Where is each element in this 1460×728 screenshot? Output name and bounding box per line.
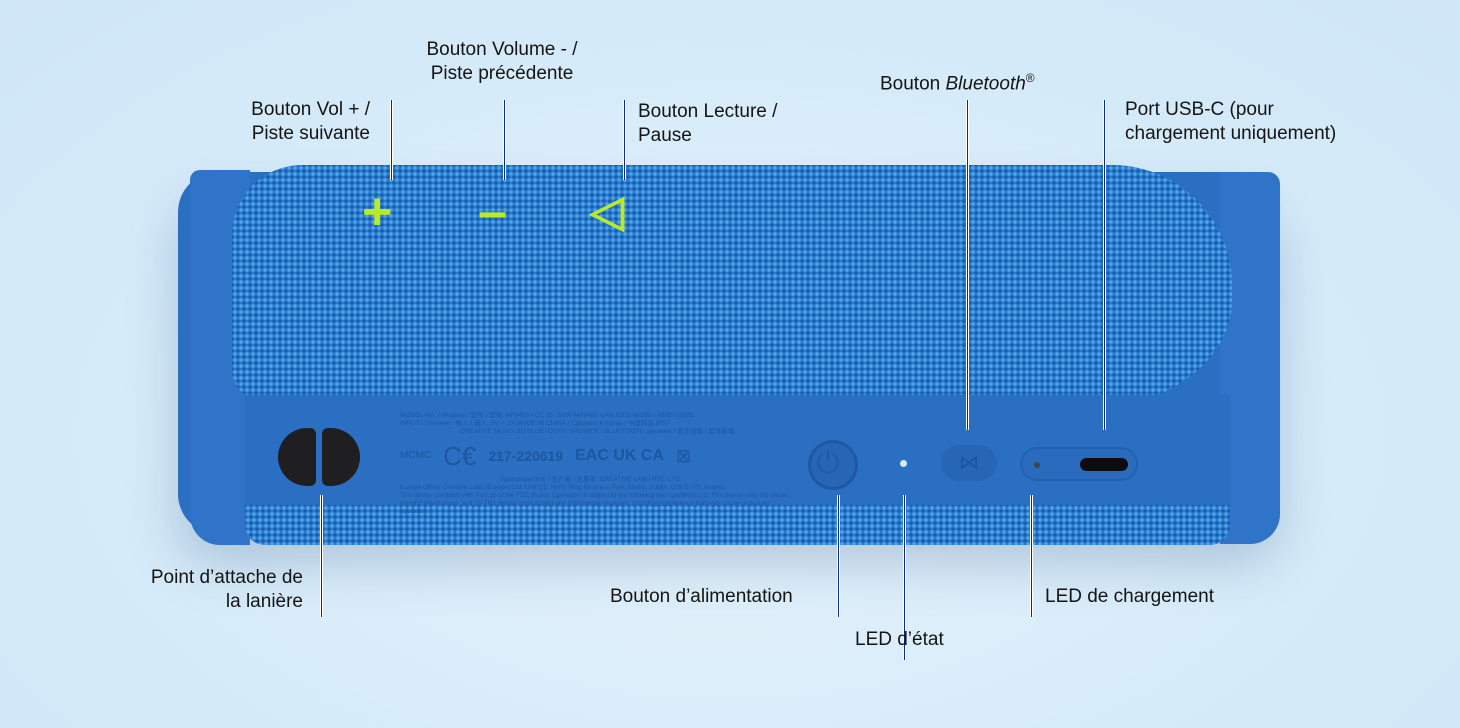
mcmc-logo: MCMC bbox=[400, 450, 432, 461]
label-volume-minus: Bouton Volume - / Piste précédente bbox=[400, 38, 604, 86]
volume-minus-button[interactable]: – bbox=[478, 183, 507, 241]
leader-line bbox=[966, 100, 969, 430]
status-led bbox=[900, 460, 907, 467]
label-line: Piste précédente bbox=[430, 63, 574, 84]
leader-line bbox=[1103, 100, 1106, 430]
regulatory-text: MODEL NO. / Модель / 型号 / 型號: MF8405 FCC… bbox=[400, 412, 800, 516]
leader-line bbox=[903, 495, 906, 660]
label-text-italic: Bluetooth bbox=[945, 73, 1026, 95]
power-button[interactable]: ⏻ bbox=[808, 440, 858, 490]
label-line: Point d’attache de bbox=[150, 567, 303, 588]
usb-c-port[interactable] bbox=[1080, 458, 1128, 471]
strap-attachment bbox=[278, 428, 362, 488]
cert-number: 217-220619 bbox=[488, 448, 564, 464]
label-line: la lanière bbox=[225, 591, 303, 612]
weee-icon: ⊠ bbox=[676, 446, 692, 466]
label-bluetooth: Bouton Bluetooth® bbox=[880, 66, 1035, 96]
charging-led bbox=[1034, 462, 1040, 468]
volume-plus-button[interactable]: + bbox=[362, 183, 393, 241]
reg-line: Производитель / 生产者 / 生產者: CREATIVE LABS… bbox=[500, 476, 682, 483]
label-charging-led: LED de chargement bbox=[1045, 586, 1214, 607]
label-line: Bouton Lecture / bbox=[638, 101, 778, 122]
bluetooth-button[interactable]: ⋈ bbox=[941, 445, 997, 481]
play-pause-button[interactable]: ◁ bbox=[590, 187, 624, 236]
reg-line: CREATIVE MUVO GO BLUETOOTH SPEAKER / BLU… bbox=[460, 428, 735, 435]
speaker-grille-bottom bbox=[245, 505, 1230, 545]
usb-c-port-housing bbox=[1020, 447, 1138, 481]
leader-line bbox=[1030, 495, 1033, 617]
label-strap: Point d’attache de la lanière bbox=[100, 566, 303, 614]
power-icon: ⏻ bbox=[816, 447, 840, 480]
label-line: Port USB-C (pour bbox=[1125, 99, 1274, 120]
label-usb-c: Port USB-C (pour chargement uniquement) bbox=[1125, 98, 1336, 146]
label-line: Bouton Volume - / bbox=[426, 39, 578, 60]
speaker-end-right bbox=[1220, 172, 1280, 544]
label-power: Bouton d’alimentation bbox=[610, 586, 793, 607]
leader-line bbox=[320, 495, 323, 617]
registered-mark: ® bbox=[1025, 71, 1035, 85]
speaker-grille-top bbox=[232, 165, 1232, 410]
label-volume-plus: Bouton Vol + / Piste suivante bbox=[200, 98, 370, 146]
bluetooth-icon: ⋈ bbox=[959, 452, 979, 474]
leader-line bbox=[390, 100, 393, 180]
label-line: Pause bbox=[638, 125, 692, 146]
reg-line: This device complies with Part 15 of the… bbox=[400, 492, 788, 515]
label-text: Bouton bbox=[880, 73, 946, 95]
reg-line: INPUT / Питание / 輸入 / 输入: 5V ⎓ 2A MADE … bbox=[400, 420, 670, 427]
leader-line bbox=[503, 100, 506, 180]
label-line: chargement uniquement) bbox=[1125, 123, 1337, 144]
eac-ukca-mark: EAC UK CA bbox=[575, 447, 664, 464]
label-status-led: LED d’état bbox=[855, 629, 944, 650]
label-line: Bouton Vol + / bbox=[251, 99, 370, 120]
ce-mark: C€ bbox=[443, 441, 477, 471]
label-play-pause: Bouton Lecture / Pause bbox=[638, 100, 777, 148]
label-line: Piste suivante bbox=[251, 123, 370, 144]
leader-line bbox=[623, 100, 626, 180]
reg-line: MODEL NO. / Модель / 型号 / 型號: MF8405 FCC… bbox=[400, 412, 694, 419]
leader-line bbox=[837, 495, 840, 617]
reg-line: Europe Office: Creative Labs (Europe) Lt… bbox=[400, 484, 726, 491]
